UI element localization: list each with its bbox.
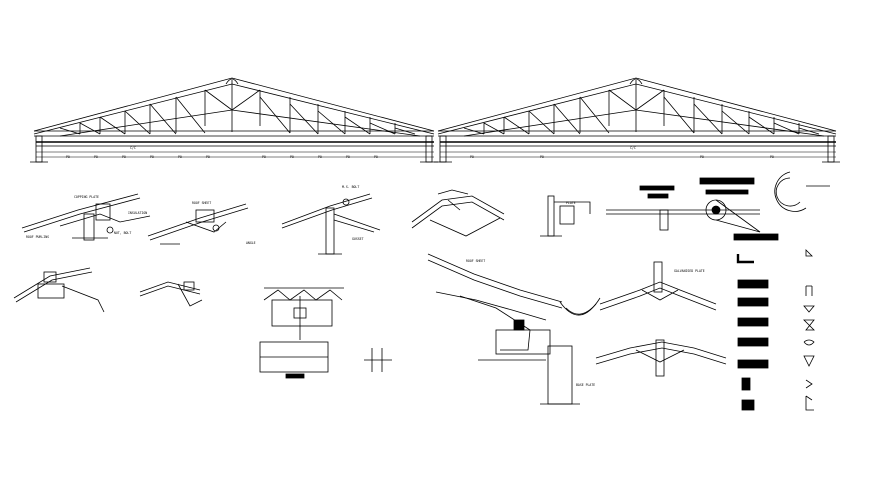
detail-eaves-1 — [13, 267, 105, 313]
bay-label: PO — [374, 155, 378, 159]
section-legend-right — [803, 249, 815, 411]
callout-copping-plate: COPPING PLATE — [74, 195, 99, 199]
bay-label: PO — [700, 155, 704, 159]
bay-label: PO — [290, 155, 294, 159]
detail-eaves-2 — [139, 281, 203, 307]
bay-label: PO — [206, 155, 210, 159]
bay-label: PO — [770, 155, 774, 159]
bay-label: PO — [470, 155, 474, 159]
bay-label: PO — [66, 155, 70, 159]
detail-ridge-cap — [411, 189, 505, 237]
callout-gusset: GUSSET — [352, 237, 364, 241]
callout-galvanised-plate: GALVANISED PLATE — [674, 269, 705, 273]
span-label-left: C/C — [130, 146, 136, 150]
bay-label: PO — [178, 155, 182, 159]
detail-ridge-right-2 — [595, 339, 727, 377]
section-legend-left — [733, 233, 779, 411]
callout-plate: PLATE — [566, 201, 576, 205]
callout-nut-bolt: NUT, BOLT — [114, 231, 131, 235]
callout-insulation: INSULATION — [128, 211, 147, 215]
detail-purlin-section — [259, 287, 392, 379]
callout-base-plate: BASE PLATE — [576, 383, 595, 387]
callout-angle: ANGLE — [246, 241, 256, 245]
span-label-right: C/C — [630, 146, 636, 150]
callout-roof-sheet: ROOF SHEET — [192, 201, 211, 205]
detail-pipe-support — [606, 177, 761, 233]
bay-label: PO — [94, 155, 98, 159]
callout-roof-purlins: ROOF PURLINS — [26, 235, 49, 239]
truss-elevation-right — [434, 77, 840, 163]
detail-purlin-cleat — [147, 203, 249, 245]
callout-ms-bolt: M.S. BOLT — [342, 185, 359, 189]
bay-label: PO — [318, 155, 322, 159]
detail-column-truss — [281, 193, 381, 255]
detail-ridge-joint-1 — [21, 193, 151, 241]
detail-ridge-right-1 — [599, 261, 717, 311]
bay-label: PO — [122, 155, 126, 159]
detail-round-section — [774, 171, 830, 212]
bay-label: PO — [150, 155, 154, 159]
detail-gutter — [540, 195, 591, 237]
bay-label: PO — [262, 155, 266, 159]
bay-label: PO — [540, 155, 544, 159]
detail-eaves-section-large — [427, 253, 601, 405]
callout-roof-sheet-2: ROOF SHEET — [466, 259, 485, 263]
truss-elevation-left — [30, 77, 438, 163]
bay-label: PO — [346, 155, 350, 159]
